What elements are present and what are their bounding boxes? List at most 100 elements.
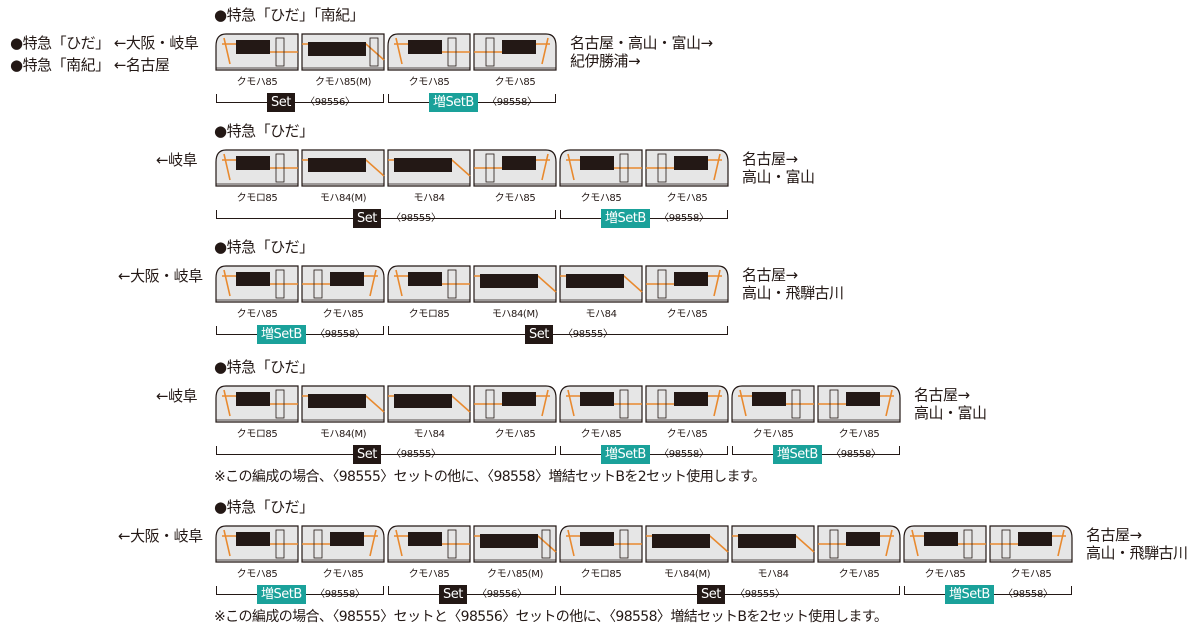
car-name: モハ84(M) (319, 193, 367, 204)
formation-title: ●特急「ひだ」 (214, 122, 314, 140)
train-car (386, 30, 472, 78)
car-name: クモハ85 (666, 193, 708, 204)
car-name: クモハ85 (322, 309, 364, 320)
set-code: 〈98558〉 (831, 449, 881, 460)
destination-line: 高山・富山 (914, 404, 987, 422)
train-car (472, 382, 558, 430)
set-code: 〈98558〉 (1003, 589, 1053, 600)
car-name: クモハ85 (494, 193, 536, 204)
car-name: クモハ85 (752, 429, 794, 440)
car-name: クモハ85 (924, 569, 966, 580)
destination-line: 高山・飛騨古川 (742, 284, 844, 302)
train-car (472, 30, 558, 78)
train-car (730, 522, 816, 570)
train-car (300, 146, 386, 194)
car-name: クモハ85 (666, 309, 708, 320)
car-name: クモハ85(M) (487, 569, 543, 580)
car-name: クモハ85 (494, 429, 536, 440)
car-name: モハ84(M) (491, 309, 539, 320)
formation-title: ●特急「ひだ」「南紀」 (214, 6, 365, 24)
train-car (300, 30, 386, 78)
car-name: クモハ85 (838, 429, 880, 440)
car-name: クモハ85 (236, 77, 278, 88)
origin-direction: ←大阪・岐阜 (118, 527, 203, 545)
set-badge: Set (525, 325, 553, 344)
train-car (644, 146, 730, 194)
destination-line: 高山・飛騨古川 (1086, 544, 1188, 562)
car-name: クモハ85 (322, 569, 364, 580)
car-name: クモハ85 (494, 77, 536, 88)
car-name: クモハ85 (408, 569, 450, 580)
set-badge: Set (353, 209, 381, 228)
destination-direction: 名古屋→高山・富山 (742, 150, 815, 186)
destination-direction: 名古屋→高山・飛騨古川 (1086, 526, 1188, 562)
origin-direction: ←大阪・岐阜 (118, 267, 203, 285)
add-set-badge: 増SetB (773, 445, 822, 464)
destination-line: 名古屋→ (742, 150, 798, 168)
destination-line: 名古屋→ (742, 266, 798, 284)
car-name: クモハ85 (236, 569, 278, 580)
car-name: モハ84 (413, 429, 445, 440)
train-car (300, 522, 386, 570)
add-set-badge: 増SetB (601, 209, 650, 228)
add-set-badge: 増SetB (601, 445, 650, 464)
formation-note: ※この編成の場合、〈98555〉セットと〈98556〉セットの他に、〈98558… (214, 609, 888, 625)
train-car (214, 262, 300, 310)
origin-direction: ←岐阜 (156, 387, 198, 405)
train-car (472, 146, 558, 194)
add-set-badge: 増SetB (945, 585, 994, 604)
train-car (386, 382, 472, 430)
train-car (300, 262, 386, 310)
car-name: クモハ85 (580, 193, 622, 204)
set-bracket (560, 586, 900, 595)
train-car (644, 522, 730, 570)
car-name: クモハ85 (1010, 569, 1052, 580)
set-code: 〈98556〉 (305, 97, 355, 108)
set-bracket (216, 210, 556, 219)
car-name: クモロ85 (580, 569, 622, 580)
legend-hida: ●特急「ひだ」 ←大阪・岐阜 (10, 34, 199, 52)
set-code: 〈98558〉 (487, 97, 537, 108)
set-bracket (216, 94, 384, 103)
train-car (214, 382, 300, 430)
train-car (472, 522, 558, 570)
train-car (386, 262, 472, 310)
car-name: クモハ85(M) (315, 77, 371, 88)
destination-line: 名古屋→ (1086, 526, 1142, 544)
train-car (472, 262, 558, 310)
car-name: クモロ85 (236, 193, 278, 204)
set-badge: Set (439, 585, 467, 604)
train-car (386, 146, 472, 194)
set-code: 〈98558〉 (315, 589, 365, 600)
formation-title: ●特急「ひだ」 (214, 358, 314, 376)
train-car (558, 382, 644, 430)
car-name: クモロ85 (236, 429, 278, 440)
destination-direction: 名古屋・高山・富山→紀伊勝浦→ (570, 34, 713, 70)
train-car (644, 262, 730, 310)
add-set-badge: 増SetB (257, 325, 306, 344)
car-name: モハ84 (585, 309, 617, 320)
add-set-badge: 増SetB (429, 93, 478, 112)
train-car (816, 522, 902, 570)
formation-title: ●特急「ひだ」 (214, 238, 314, 256)
train-car (558, 146, 644, 194)
destination-direction: 名古屋→高山・飛騨古川 (742, 266, 844, 302)
set-code: 〈98558〉 (659, 449, 709, 460)
train-car (730, 382, 816, 430)
set-code: 〈98555〉 (735, 589, 785, 600)
legend-nanki: ●特急「南紀」 ←名古屋 (10, 56, 170, 74)
train-car (214, 146, 300, 194)
train-car (644, 382, 730, 430)
train-car (816, 382, 902, 430)
formation-note: ※この編成の場合、〈98555〉セットの他に、〈98558〉増結セットBを2セッ… (214, 469, 766, 485)
car-name: クモロ85 (408, 309, 450, 320)
train-car (988, 522, 1074, 570)
set-badge: Set (697, 585, 725, 604)
car-name: モハ84 (757, 569, 789, 580)
add-set-badge: 増SetB (257, 585, 306, 604)
